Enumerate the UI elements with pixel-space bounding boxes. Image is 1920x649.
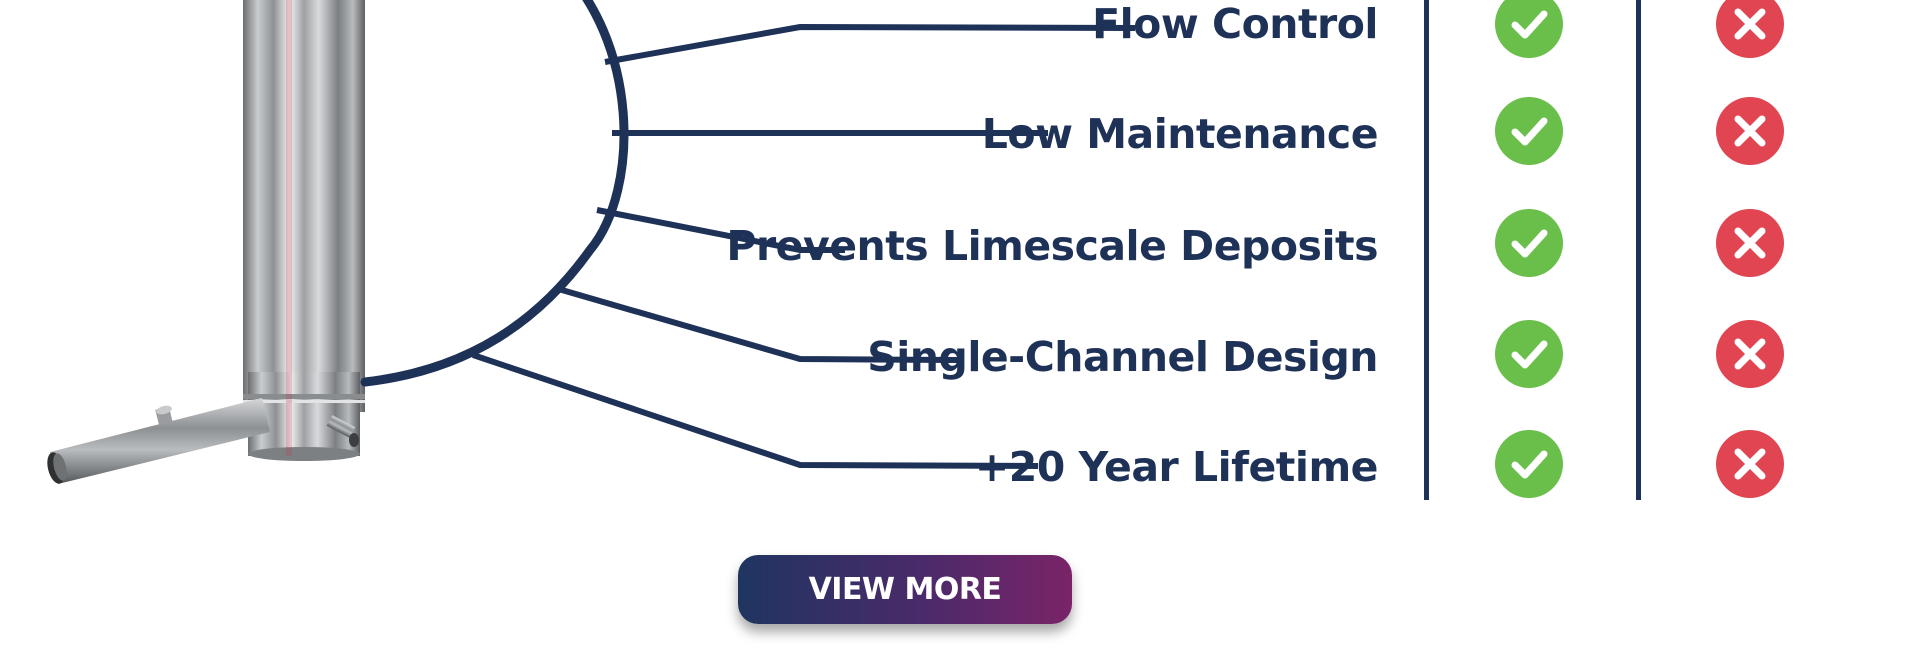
magnifier-circle [360,0,629,387]
check-circle-icon [1495,0,1563,58]
check-circle-icon [1495,209,1563,277]
cross-circle-icon [1716,97,1784,165]
feature-label-lifetime: +20 Year Lifetime [974,443,1379,491]
cross-circle-icon [1716,209,1784,277]
feature-label-low-maintenance: Low Maintenance [981,110,1379,158]
feature-label-single-channel: Single-Channel Design [867,333,1378,381]
cross-circle-icon [1716,0,1784,58]
check-circle-icon [1495,97,1563,165]
check-circle-icon [1495,430,1563,498]
callout-line-1 [604,23,1136,65]
callout-line-4 [554,285,959,363]
feature-label-column: Flow Control Low Maintenance Prevents Li… [726,0,1379,491]
feature-label-flow-control: Flow Control [1092,0,1378,48]
column-divider-left [1424,0,1429,500]
cross-circle-icon [1716,430,1784,498]
callout-line-3 [596,207,845,253]
cross-circle-icon [1716,320,1784,388]
callout-line-5 [472,352,1039,469]
callout-lines [472,23,1136,469]
pipe-column [243,0,365,461]
outlet-pipe [47,398,270,484]
column-divider-right [1636,0,1641,500]
check-circle-icon [1495,320,1563,388]
feature-label-prevents-limescale: Prevents Limescale Deposits [726,222,1378,270]
view-more-button[interactable]: VIEW MORE [738,555,1072,624]
